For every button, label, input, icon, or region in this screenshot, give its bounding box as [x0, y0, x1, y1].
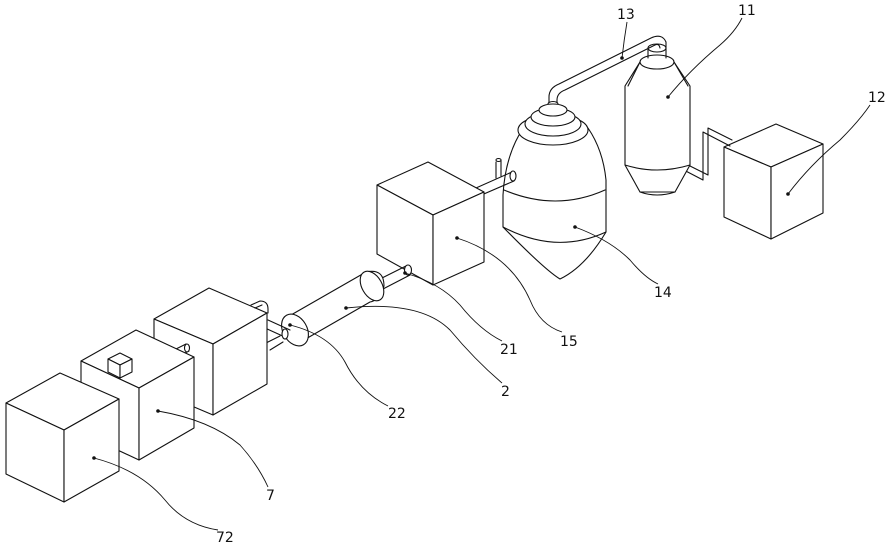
- box-12: [724, 124, 823, 239]
- label-14: 14: [654, 285, 672, 301]
- leader-13: [620, 22, 627, 60]
- label-21: 21: [500, 342, 518, 358]
- drum-2: [276, 267, 389, 351]
- label-11: 11: [738, 3, 756, 19]
- box-72: [6, 373, 119, 502]
- label-22: 22: [388, 406, 406, 422]
- label-13: 13: [617, 7, 635, 23]
- label-7: 7: [266, 488, 275, 504]
- label-12: 12: [868, 90, 886, 106]
- leader-21: [403, 271, 502, 341]
- cyclone-11: [625, 44, 690, 195]
- label-15: 15: [560, 334, 578, 350]
- label-2: 2: [501, 384, 510, 400]
- vessel-14: [503, 104, 606, 279]
- leader-2: [344, 306, 502, 383]
- label-72: 72: [216, 530, 234, 544]
- box-15: [377, 162, 484, 285]
